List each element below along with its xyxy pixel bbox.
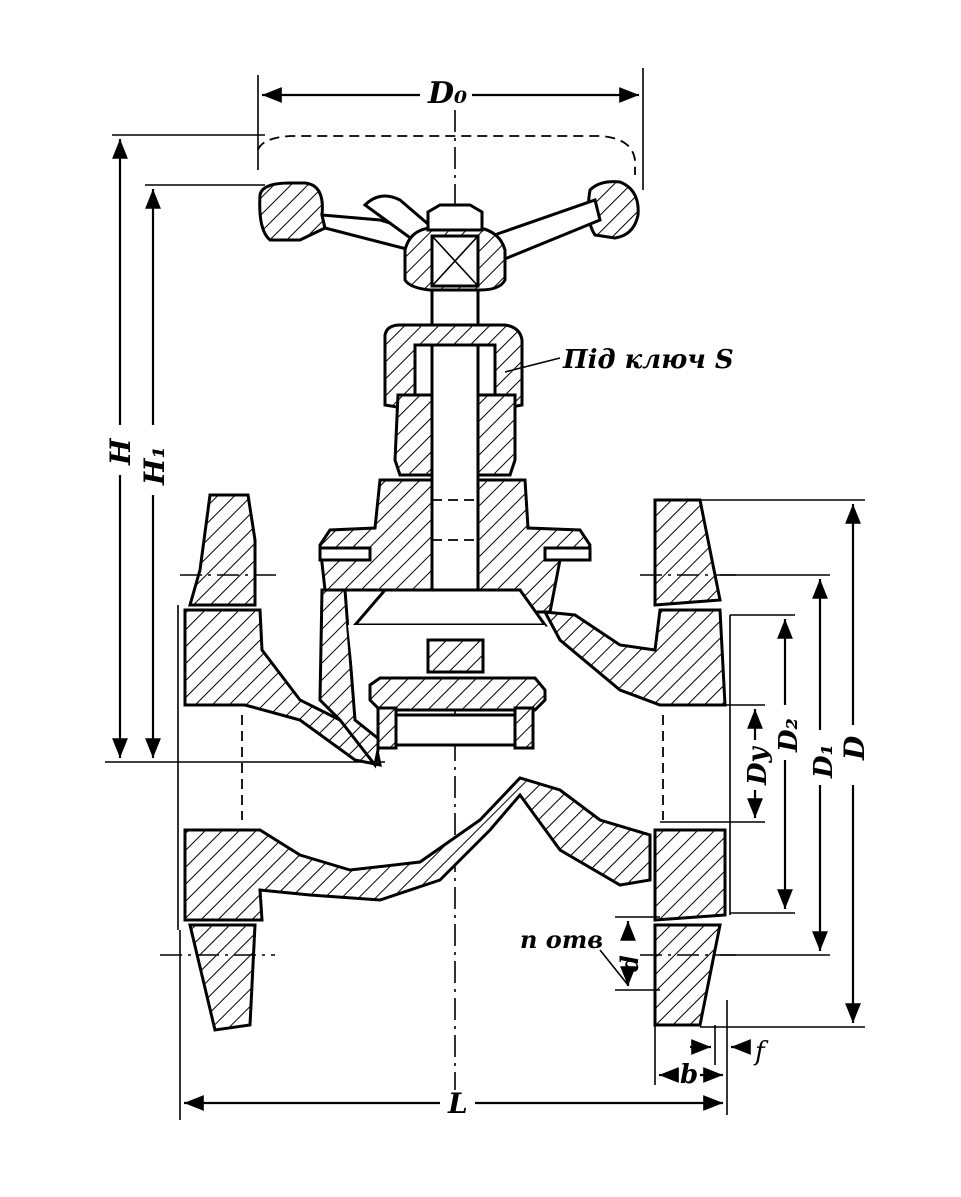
label-h1: H₁: [138, 446, 171, 486]
handwheel: [257, 135, 640, 292]
label-holes: n отв: [520, 925, 603, 954]
dim-d: [700, 499, 865, 1028]
label-l: L: [447, 1087, 468, 1120]
disc: [368, 638, 547, 750]
label-d: D: [838, 735, 871, 761]
dim-holes: [599, 916, 660, 991]
dim-f: [690, 1000, 751, 1085]
dim-d2: [730, 614, 795, 914]
label-d2: D₂: [774, 718, 804, 753]
label-wrench: Під ключ S: [562, 345, 734, 375]
wrench-leader: [504, 357, 561, 373]
label-d0: D₀: [427, 76, 467, 111]
dim-b: [654, 1025, 723, 1085]
valve-body: [183, 493, 727, 1032]
dim-h: [105, 134, 385, 763]
label-d-small: d: [615, 955, 644, 972]
dim-l: [179, 930, 728, 1120]
dim-dy: [660, 704, 765, 823]
label-dy: Dу: [743, 745, 773, 786]
label-f: f: [753, 1037, 769, 1067]
bonnet: [318, 323, 592, 614]
label-h: H: [104, 437, 137, 466]
dim-d0: [257, 68, 644, 190]
label-b: b: [680, 1060, 698, 1090]
dim-d1: [720, 574, 830, 956]
label-d1: D₁: [809, 744, 839, 779]
dim-h1: [145, 184, 265, 758]
